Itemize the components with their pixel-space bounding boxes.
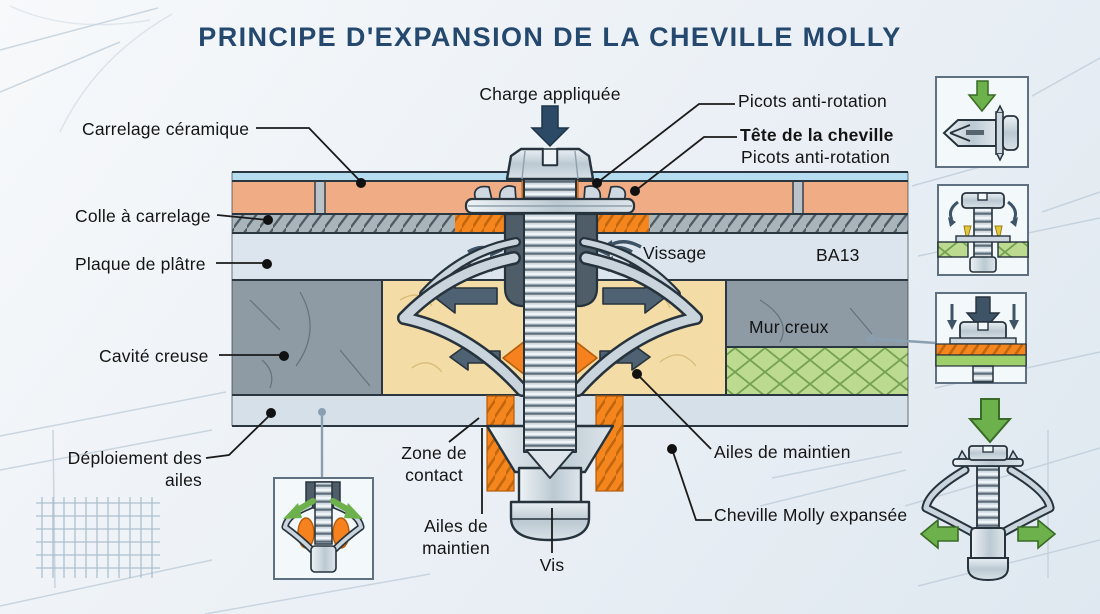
callout-tete-de-la-cheville: Tête de la cheville: [740, 125, 894, 145]
callout-zone-de-contact: Zone de contact: [401, 443, 467, 485]
screw-tip: [525, 449, 575, 479]
screw-head: [505, 147, 595, 181]
page-title: PRINCIPE D'EXPANSION DE LA CHEVILLE MOLL…: [198, 22, 902, 52]
callout-mur-creux: Mur creux: [749, 317, 829, 337]
callout-vis: Vis: [539, 555, 565, 575]
callout-cheville-molly-expansee: Cheville Molly expansée: [714, 505, 908, 525]
green-right-arrow-icon: [1017, 518, 1057, 550]
callout-vissage: Vissage: [643, 243, 707, 263]
anchor-flange: [464, 185, 636, 215]
inset-step-1: [935, 76, 1029, 168]
callout-ailes-de-maintien-bottom: Ailes de maintien: [422, 516, 490, 558]
callout-plaque-de-platre: Plaque de plâtre: [75, 254, 206, 274]
inset-wing-deployment: [273, 477, 374, 580]
callout-cavite-creuse: Cavité creuse: [99, 346, 209, 366]
callout-picots-anti-rotation-top: Picots anti-rotation: [738, 91, 887, 111]
anchor-assembly: [397, 147, 703, 542]
inset-step-2: [937, 184, 1029, 276]
callout-charge-appliquee: Charge appliquée: [479, 84, 621, 104]
charge-arrow-icon: [530, 105, 570, 148]
grid-sketch: [36, 497, 160, 578]
leader-dots: [262, 178, 677, 454]
callout-ailes-de-maintien-right: Ailes de maintien: [714, 442, 851, 462]
expansion-wings: [397, 237, 703, 397]
inset-step-4: [919, 398, 1057, 582]
callout-picots-anti-rotation-sub: Picots anti-rotation: [741, 147, 890, 167]
inset-step-3: [935, 292, 1027, 384]
main-diagram: [231, 105, 909, 542]
callout-colle-a-carrelage: Colle à carrelage: [75, 206, 211, 226]
green-down-arrow-icon: [967, 80, 997, 113]
green-left-arrow-icon: [919, 518, 959, 550]
gray-connectors: [318, 334, 937, 477]
callout-carrelage-ceramique: Carrelage céramique: [82, 119, 250, 139]
callout-deploiement-des-ailes: Déploiement des ailes: [67, 448, 202, 490]
green-down-arrow-icon: [967, 398, 1013, 444]
anchor-cap: [509, 500, 591, 542]
callout-ba13: BA13: [816, 245, 860, 265]
leader-lines: [205, 103, 737, 553]
